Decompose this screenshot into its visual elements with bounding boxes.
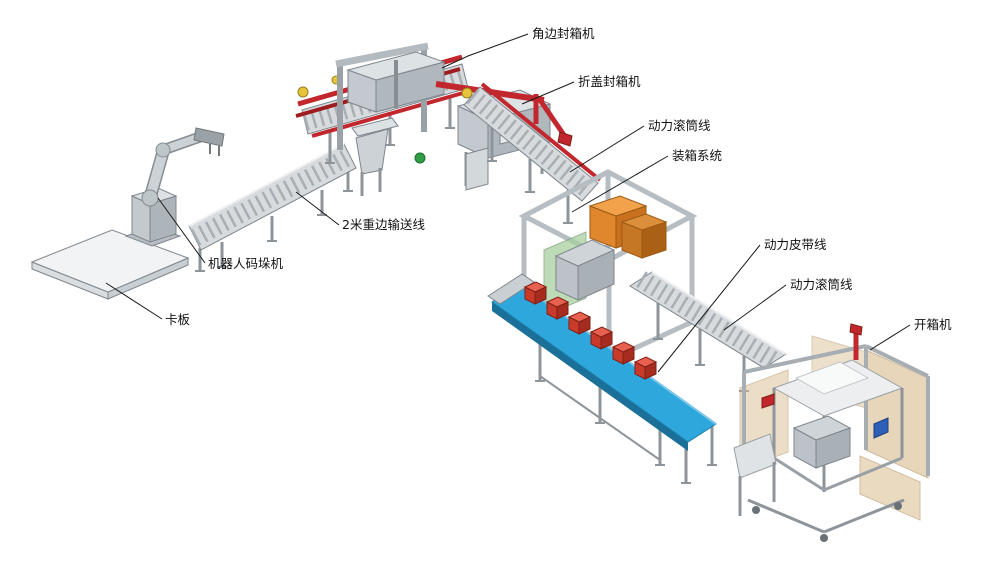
robot-gripper — [193, 127, 225, 147]
leader-line — [521, 81, 575, 105]
label-power-roller-line-top: 动力滚筒线 — [569, 118, 711, 173]
label-power-belt-line: 动力皮带线 — [657, 237, 827, 373]
power-belt-line-graphic — [487, 273, 717, 484]
flat-carton-blank — [794, 361, 870, 395]
red-product-boxes — [523, 281, 658, 380]
red-diagonal-arm — [537, 98, 569, 140]
red-side-rail — [480, 82, 602, 182]
belt-head-roller — [487, 273, 535, 305]
label-text: 2米重边输送线 — [342, 217, 425, 232]
robot-elbow-joint — [155, 142, 171, 158]
hopper-top — [351, 117, 399, 137]
side-tray — [733, 433, 777, 479]
leader-line — [571, 155, 669, 213]
caster-wheel — [752, 506, 760, 514]
case-erector-graphic — [733, 323, 930, 542]
red-accent — [761, 393, 775, 409]
conveyor-2m-graphic — [188, 143, 357, 272]
label-text: 开箱机 — [914, 317, 952, 332]
robot-palletizer-graphic — [124, 127, 225, 247]
corner-edge-sealer-graphic — [335, 42, 446, 196]
pallet-graphic — [30, 229, 190, 300]
label-text: 卡板 — [165, 312, 191, 327]
leader-line — [295, 191, 340, 226]
label-text: 折盖封箱机 — [578, 74, 641, 89]
belt-side — [492, 302, 688, 451]
cabinet — [465, 147, 489, 191]
leader-line — [657, 244, 761, 373]
label-case-packing-system: 装箱系统 — [571, 148, 722, 213]
label-text: 装箱系统 — [672, 148, 722, 163]
label-text: 机器人码垛机 — [208, 256, 284, 271]
label-pallet: 卡板 — [105, 282, 191, 327]
label-text: 动力滚筒线 — [790, 277, 853, 292]
cardboard-panel — [859, 455, 921, 521]
hopper-funnel — [355, 128, 389, 175]
leader-line — [157, 197, 206, 264]
conveyor-rollers — [190, 148, 355, 246]
label-text: 角边封箱机 — [532, 26, 595, 41]
green-indicator — [414, 152, 426, 164]
label-robot-palletizer: 机器人码垛机 — [157, 197, 284, 271]
caster-wheel — [894, 502, 902, 510]
conveyor-rollers — [636, 271, 780, 369]
label-case-erector: 开箱机 — [869, 317, 952, 351]
yellow-knob — [461, 87, 473, 99]
label-corner-edge-sealer: 角边封箱机 — [441, 26, 595, 69]
label-flap-fold-sealer: 折盖封箱机 — [521, 74, 641, 105]
label-text: 动力滚筒线 — [648, 118, 711, 133]
robot-shoulder-joint — [141, 189, 159, 207]
power-roller-line-top-graphic — [463, 82, 602, 224]
leader-line — [869, 324, 911, 351]
leader-line — [105, 282, 163, 320]
leader-line — [569, 125, 645, 173]
leader-line — [723, 284, 787, 331]
blue-accent — [873, 417, 889, 439]
yellow-knob — [297, 86, 309, 98]
conveyor-rollers — [466, 89, 596, 199]
label-text: 动力皮带线 — [764, 237, 827, 252]
label-conveyor-2m: 2米重边输送线 — [295, 191, 425, 232]
annotations: 角边封箱机 折盖封箱机 动力滚筒线 装箱系统 动力皮带线 动力滚筒线 开箱机 — [105, 26, 952, 373]
leader-line — [441, 33, 529, 69]
caster-wheel — [820, 534, 828, 542]
label-power-roller-line-right: 动力滚筒线 — [723, 277, 853, 331]
